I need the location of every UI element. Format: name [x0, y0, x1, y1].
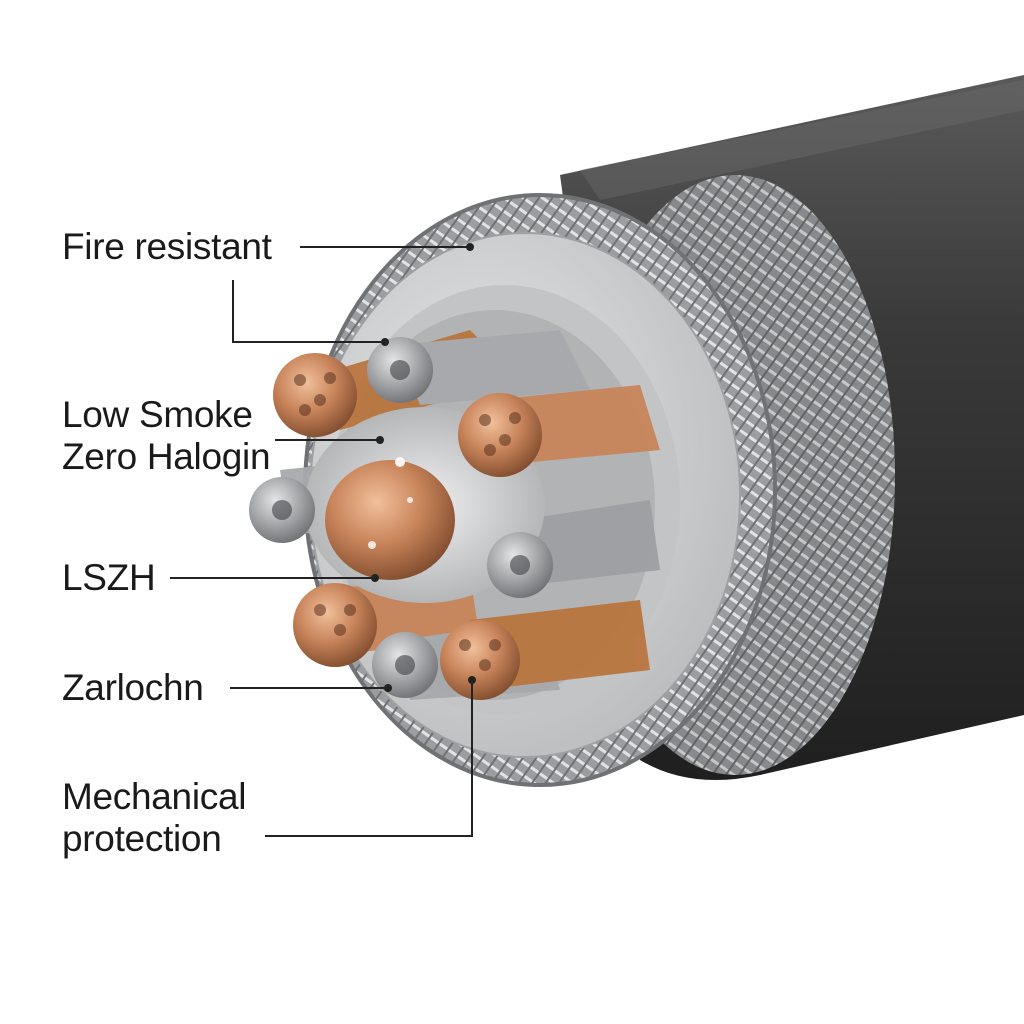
leader-lines — [170, 246, 473, 837]
label-mechanical-protection: Mechanical protection — [62, 776, 246, 860]
central-copper-core — [325, 460, 455, 580]
label-low-smoke-line1: Low Smoke — [62, 394, 253, 435]
leader-fire-resistant-drop — [232, 280, 385, 343]
label-lszh: LSZH — [62, 557, 156, 599]
label-fire-resistant-text: Fire resistant — [62, 226, 272, 267]
label-mechanical-line2: protection — [62, 818, 222, 859]
label-zarlochn-text: Zarlochn — [62, 667, 204, 708]
leader-mechanical — [265, 680, 473, 837]
spark-highlight — [395, 457, 405, 467]
label-low-smoke-line2: Zero Halogin — [62, 436, 271, 477]
sheath-highlight — [580, 80, 1024, 200]
label-lszh-text: LSZH — [62, 557, 156, 598]
label-low-smoke-zero-halogin: Low Smoke Zero Halogin — [62, 394, 271, 478]
spark-highlight — [407, 497, 413, 503]
label-zarlochn: Zarlochn — [62, 667, 204, 709]
steel-texture — [272, 360, 530, 675]
leader-dots — [371, 243, 476, 692]
spark-highlight — [368, 541, 376, 549]
label-fire-resistant: Fire resistant — [62, 226, 272, 268]
copper-conductor — [273, 353, 542, 700]
label-mechanical-line1: Mechanical — [62, 776, 247, 817]
strand-texture — [294, 372, 521, 671]
